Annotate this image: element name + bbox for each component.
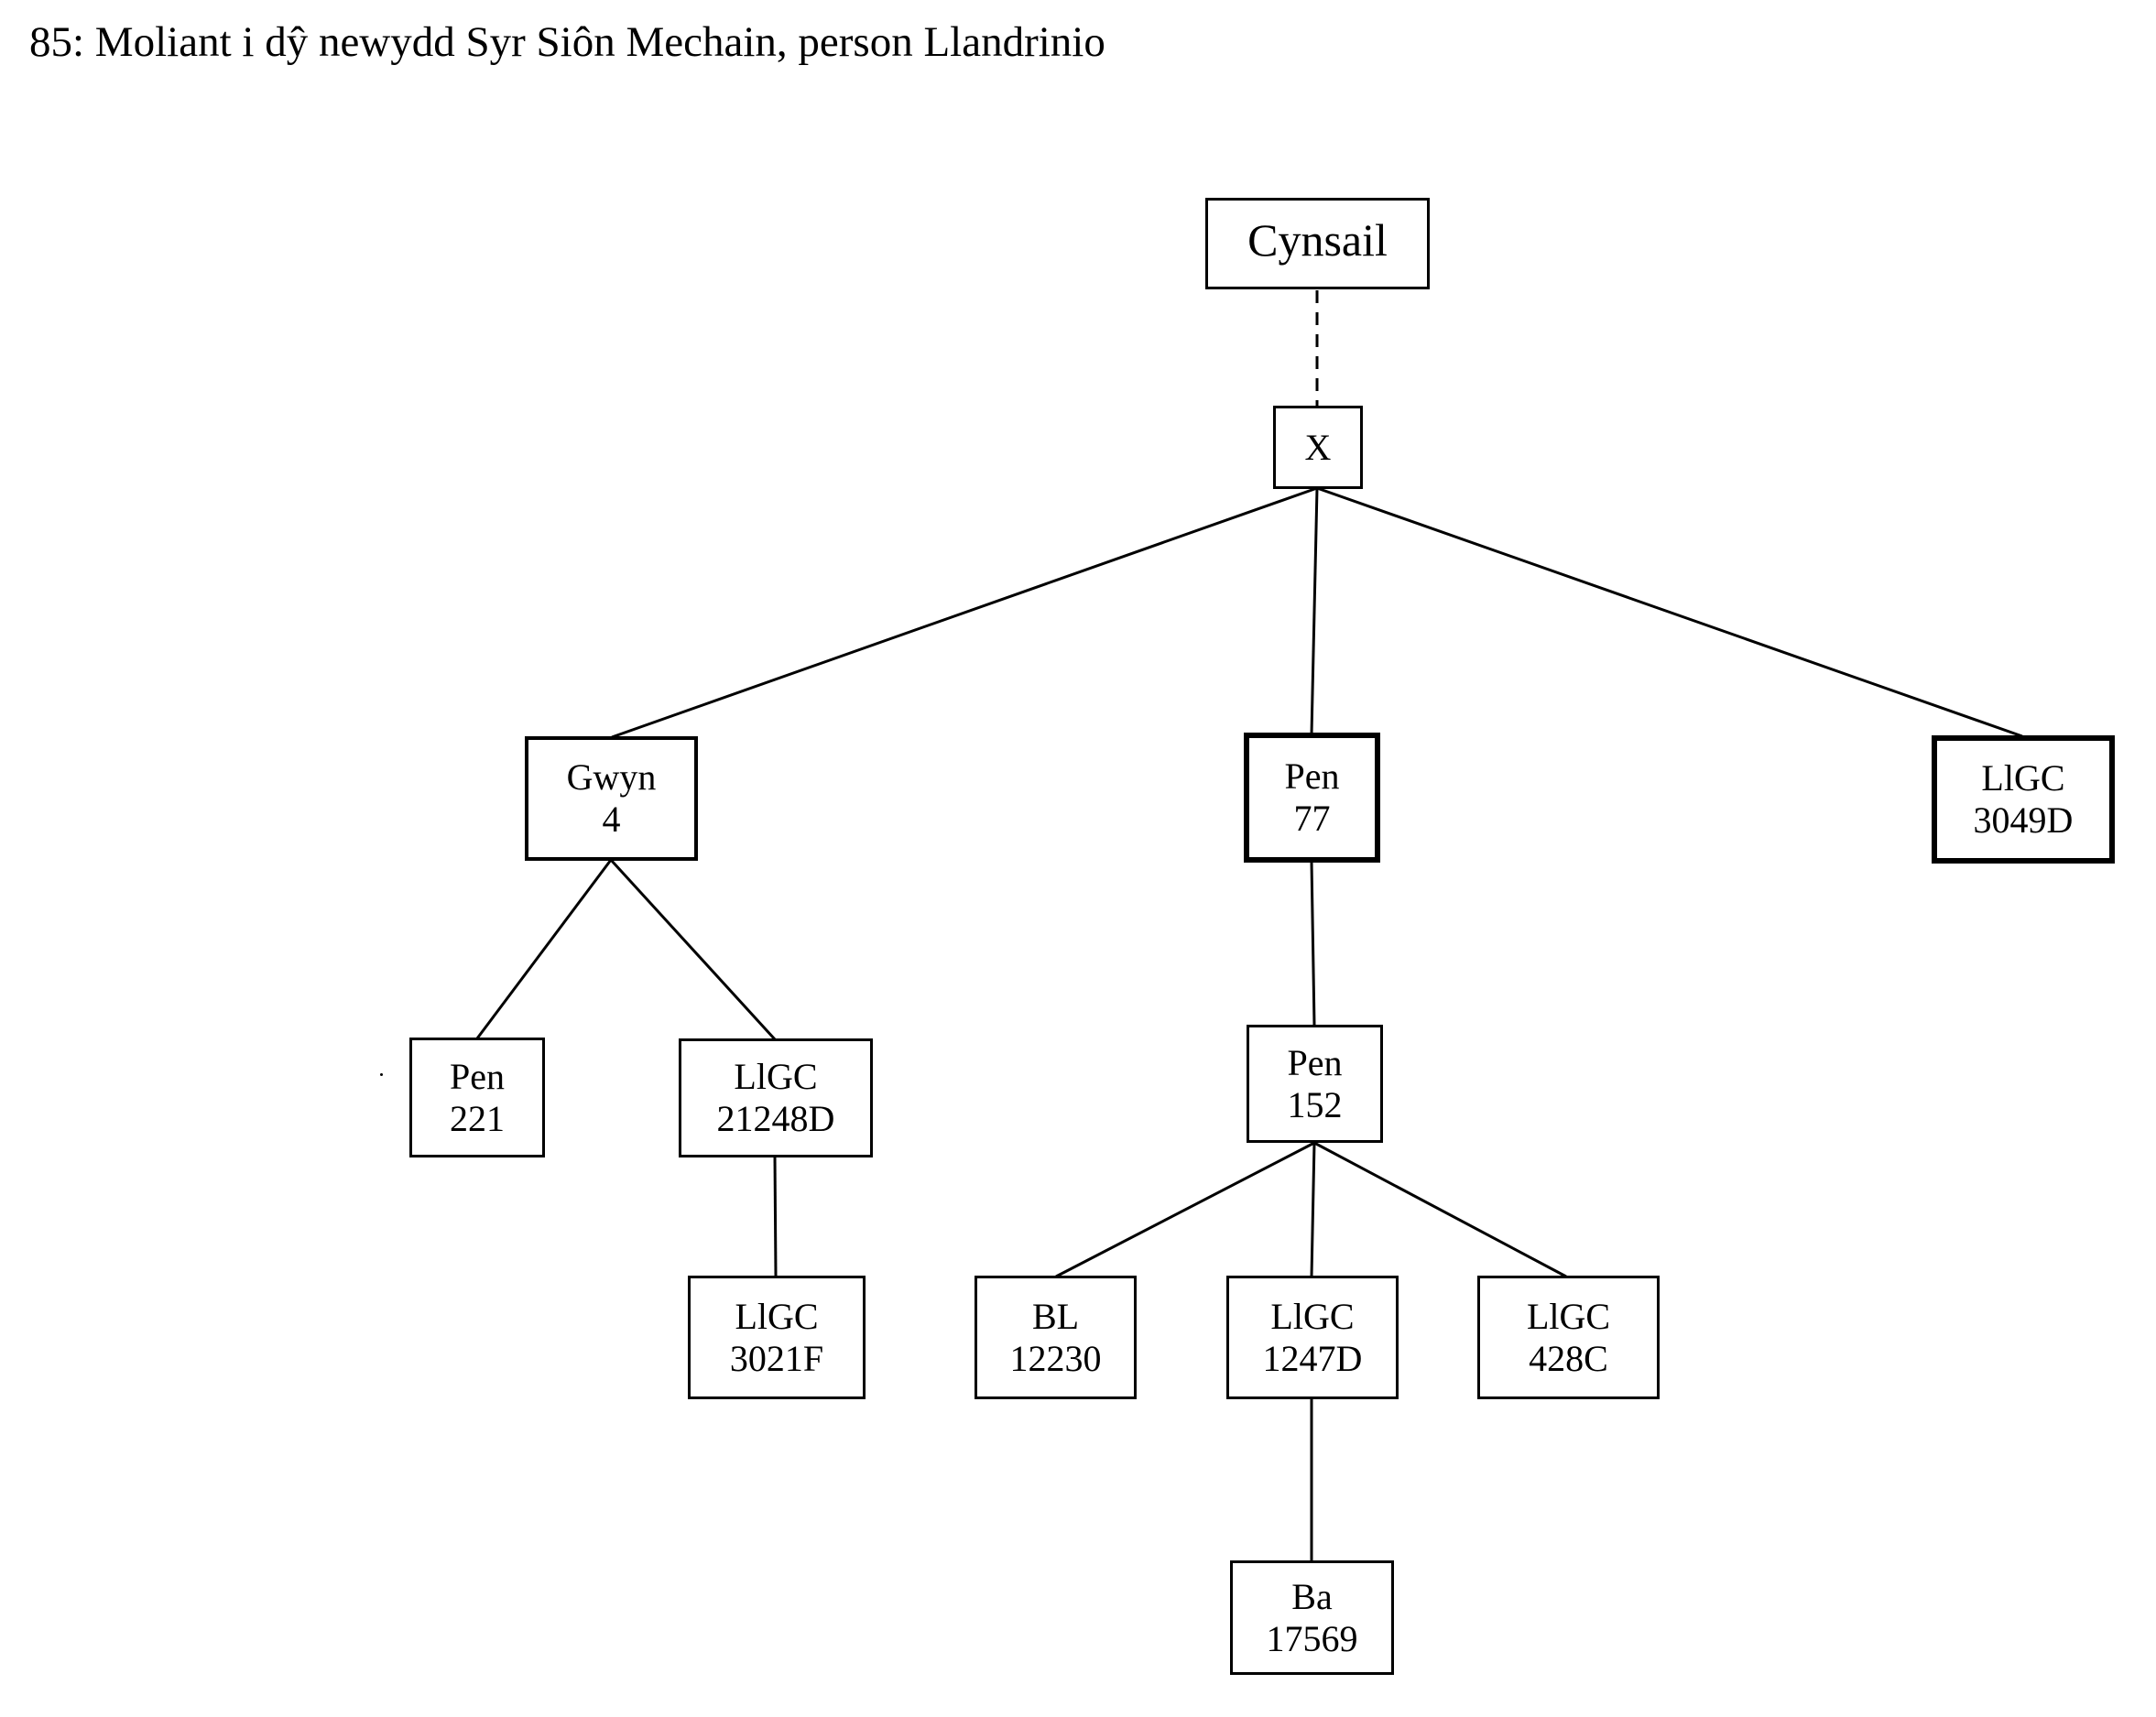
edge-x-gwyn4: [611, 486, 1318, 739]
node-pen-152: Pen 152: [1247, 1025, 1383, 1143]
node-label: LlGC 1247D: [1262, 1295, 1363, 1379]
node-llgc-428c: LlGC 428C: [1477, 1276, 1660, 1399]
node-label: LlGC 21248D: [716, 1056, 835, 1139]
node-llgc-3049d: LlGC 3049D: [1932, 735, 2115, 864]
node-cynsail: Cynsail: [1205, 198, 1430, 289]
node-label: Pen 221: [450, 1055, 505, 1139]
node-label: Ba 17569: [1266, 1575, 1358, 1659]
edge-pen77-pen152: [1310, 861, 1316, 1026]
node-llgc-21248d: LlGC 21248D: [679, 1038, 873, 1157]
node-label: LlGC 3021F: [729, 1295, 824, 1379]
node-label: Cynsail: [1247, 214, 1388, 266]
node-bl-12230: BL 12230: [975, 1276, 1137, 1399]
node-x: X: [1273, 406, 1363, 489]
edge-pen152-llgc1247d: [1310, 1142, 1316, 1277]
node-label: Pen 77: [1284, 755, 1340, 839]
edge-gwyn4-pen221: [475, 859, 613, 1039]
edge-llgc21248d-llgc3021f: [773, 1156, 778, 1277]
node-label: Gwyn 4: [566, 756, 657, 840]
node-label: LlGC 3049D: [1973, 757, 2074, 841]
edge-x-pen77: [1310, 487, 1319, 735]
stray-dot: [380, 1073, 383, 1076]
node-label: LlGC 428C: [1526, 1295, 1611, 1379]
edge-pen152-bl12230: [1055, 1141, 1315, 1278]
node-label: X: [1304, 426, 1332, 468]
edge-x-llgc3049d: [1316, 486, 2023, 738]
edge-pen152-llgc428c: [1313, 1141, 1567, 1278]
node-label: BL 12230: [1009, 1295, 1102, 1379]
node-label: Pen 152: [1287, 1041, 1343, 1125]
page-title: 85: Moliant i dŷ newydd Syr Siôn Mechain…: [29, 18, 1105, 66]
node-llgc-3021f: LlGC 3021F: [688, 1276, 866, 1399]
node-llgc-1247d: LlGC 1247D: [1226, 1276, 1399, 1399]
node-gwyn-4: Gwyn 4: [525, 736, 698, 861]
node-pen-221: Pen 221: [409, 1038, 545, 1157]
edge-gwyn4-llgc21248d: [609, 858, 777, 1041]
node-ba-17569: Ba 17569: [1230, 1560, 1394, 1675]
node-pen-77: Pen 77: [1244, 733, 1380, 863]
